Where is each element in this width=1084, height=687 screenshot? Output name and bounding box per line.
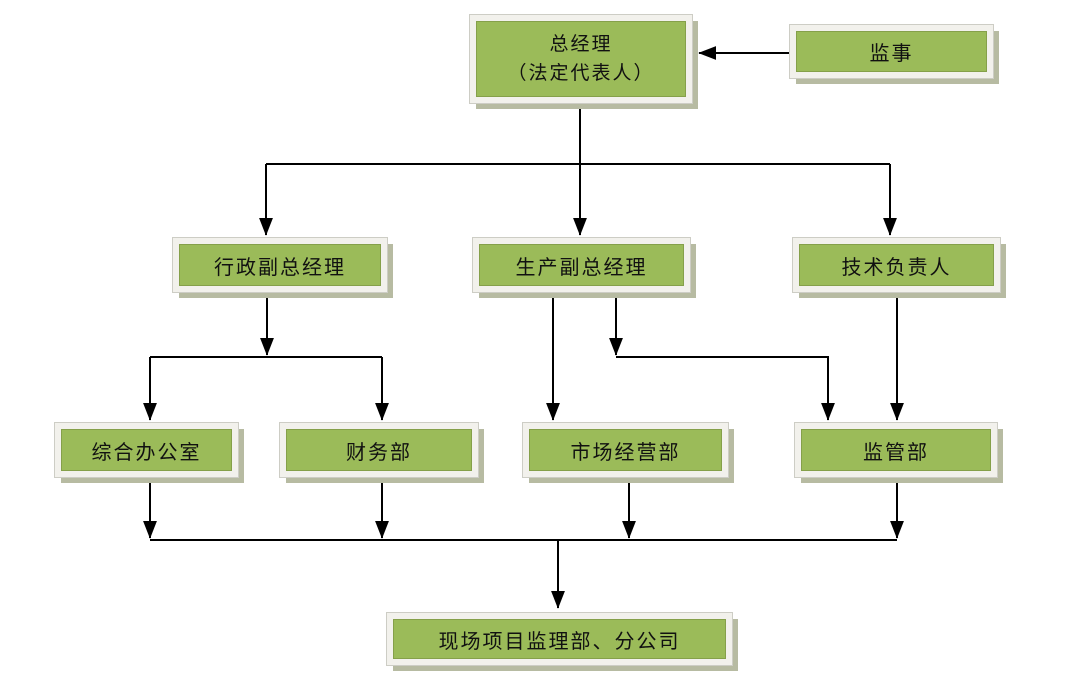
node-site-dept-label: 现场项目监理部、分公司 bbox=[438, 628, 681, 653]
node-finance-dept: 财务部 bbox=[279, 422, 479, 478]
node-production-deputy-label: 生产副总经理 bbox=[515, 254, 648, 279]
node-site-dept: 现场项目监理部、分公司 bbox=[386, 612, 733, 666]
edge-production-to-supervision bbox=[616, 356, 835, 421]
node-market-dept-label: 市场经营部 bbox=[570, 439, 681, 464]
node-general-manager-label: 总经理 （法定代表人） bbox=[507, 30, 654, 88]
node-technical-director: 技术负责人 bbox=[792, 237, 1001, 293]
node-admin-deputy: 行政副总经理 bbox=[172, 237, 388, 293]
general-manager-line1: 总经理 bbox=[549, 33, 613, 55]
node-supervision-dept: 监管部 bbox=[794, 422, 998, 478]
node-supervisor-label: 监事 bbox=[869, 41, 914, 65]
node-market-dept: 市场经营部 bbox=[522, 422, 729, 478]
node-finance-dept-label: 财务部 bbox=[346, 439, 412, 464]
general-manager-line2: （法定代表人） bbox=[507, 62, 655, 84]
node-production-deputy: 生产副总经理 bbox=[472, 237, 691, 293]
node-technical-director-label: 技术负责人 bbox=[841, 254, 952, 279]
node-supervision-dept-label: 监管部 bbox=[863, 439, 929, 464]
node-general-office: 综合办公室 bbox=[54, 422, 239, 478]
node-general-office-label: 综合办公室 bbox=[91, 439, 202, 464]
node-supervisor: 监事 bbox=[789, 24, 994, 79]
node-general-manager: 总经理 （法定代表人） bbox=[469, 14, 693, 104]
node-admin-deputy-label: 行政副总经理 bbox=[214, 254, 346, 279]
